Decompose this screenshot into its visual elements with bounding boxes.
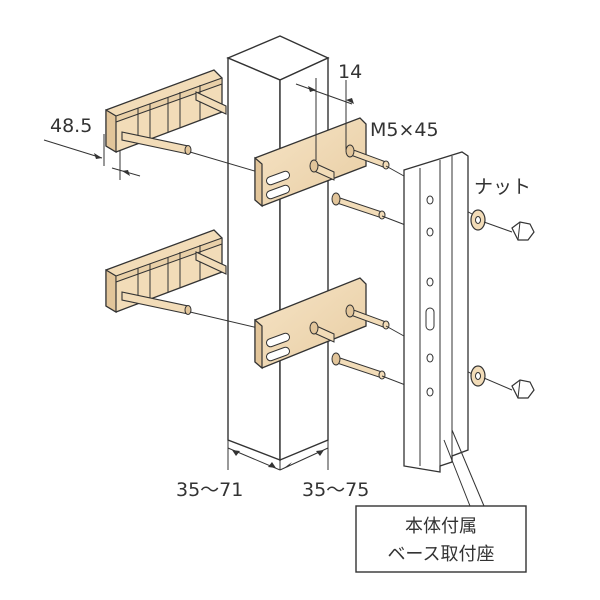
label-bolt-spec: M5×45 <box>370 119 439 141</box>
rod <box>121 291 192 315</box>
label-14: 14 <box>338 61 362 83</box>
bolt <box>309 159 335 181</box>
washer-lower <box>470 365 486 387</box>
upper-left-bracket <box>105 69 259 173</box>
bolt <box>331 352 386 380</box>
post <box>226 35 330 470</box>
bolt <box>309 321 335 343</box>
base-rail <box>403 151 469 473</box>
dimension-14 <box>295 78 354 160</box>
label-post-range-right: 35～75 <box>302 479 369 501</box>
upper-plate <box>254 117 473 227</box>
label-nut: ナット <box>474 176 531 198</box>
label-post-range-left: 35～71 <box>176 479 243 501</box>
lower-left-bracket <box>105 229 259 329</box>
bolt <box>331 192 386 220</box>
label-48-5: 48.5 <box>50 115 92 137</box>
lower-plate <box>254 277 473 387</box>
dimension-bottom <box>227 447 329 471</box>
rod <box>195 91 227 115</box>
dimension-48-5 <box>43 134 141 180</box>
bolt <box>345 304 390 330</box>
callout-leader <box>443 429 485 507</box>
nut-upper <box>511 221 535 241</box>
nut-lower <box>511 379 535 399</box>
washer-upper <box>470 209 486 231</box>
bolt <box>345 144 390 170</box>
callout-box <box>355 505 527 573</box>
callout-line2: ベース取付座 <box>387 544 494 565</box>
rod <box>195 251 227 275</box>
rod <box>121 131 192 155</box>
callout-line1: 本体付属 <box>405 516 477 537</box>
